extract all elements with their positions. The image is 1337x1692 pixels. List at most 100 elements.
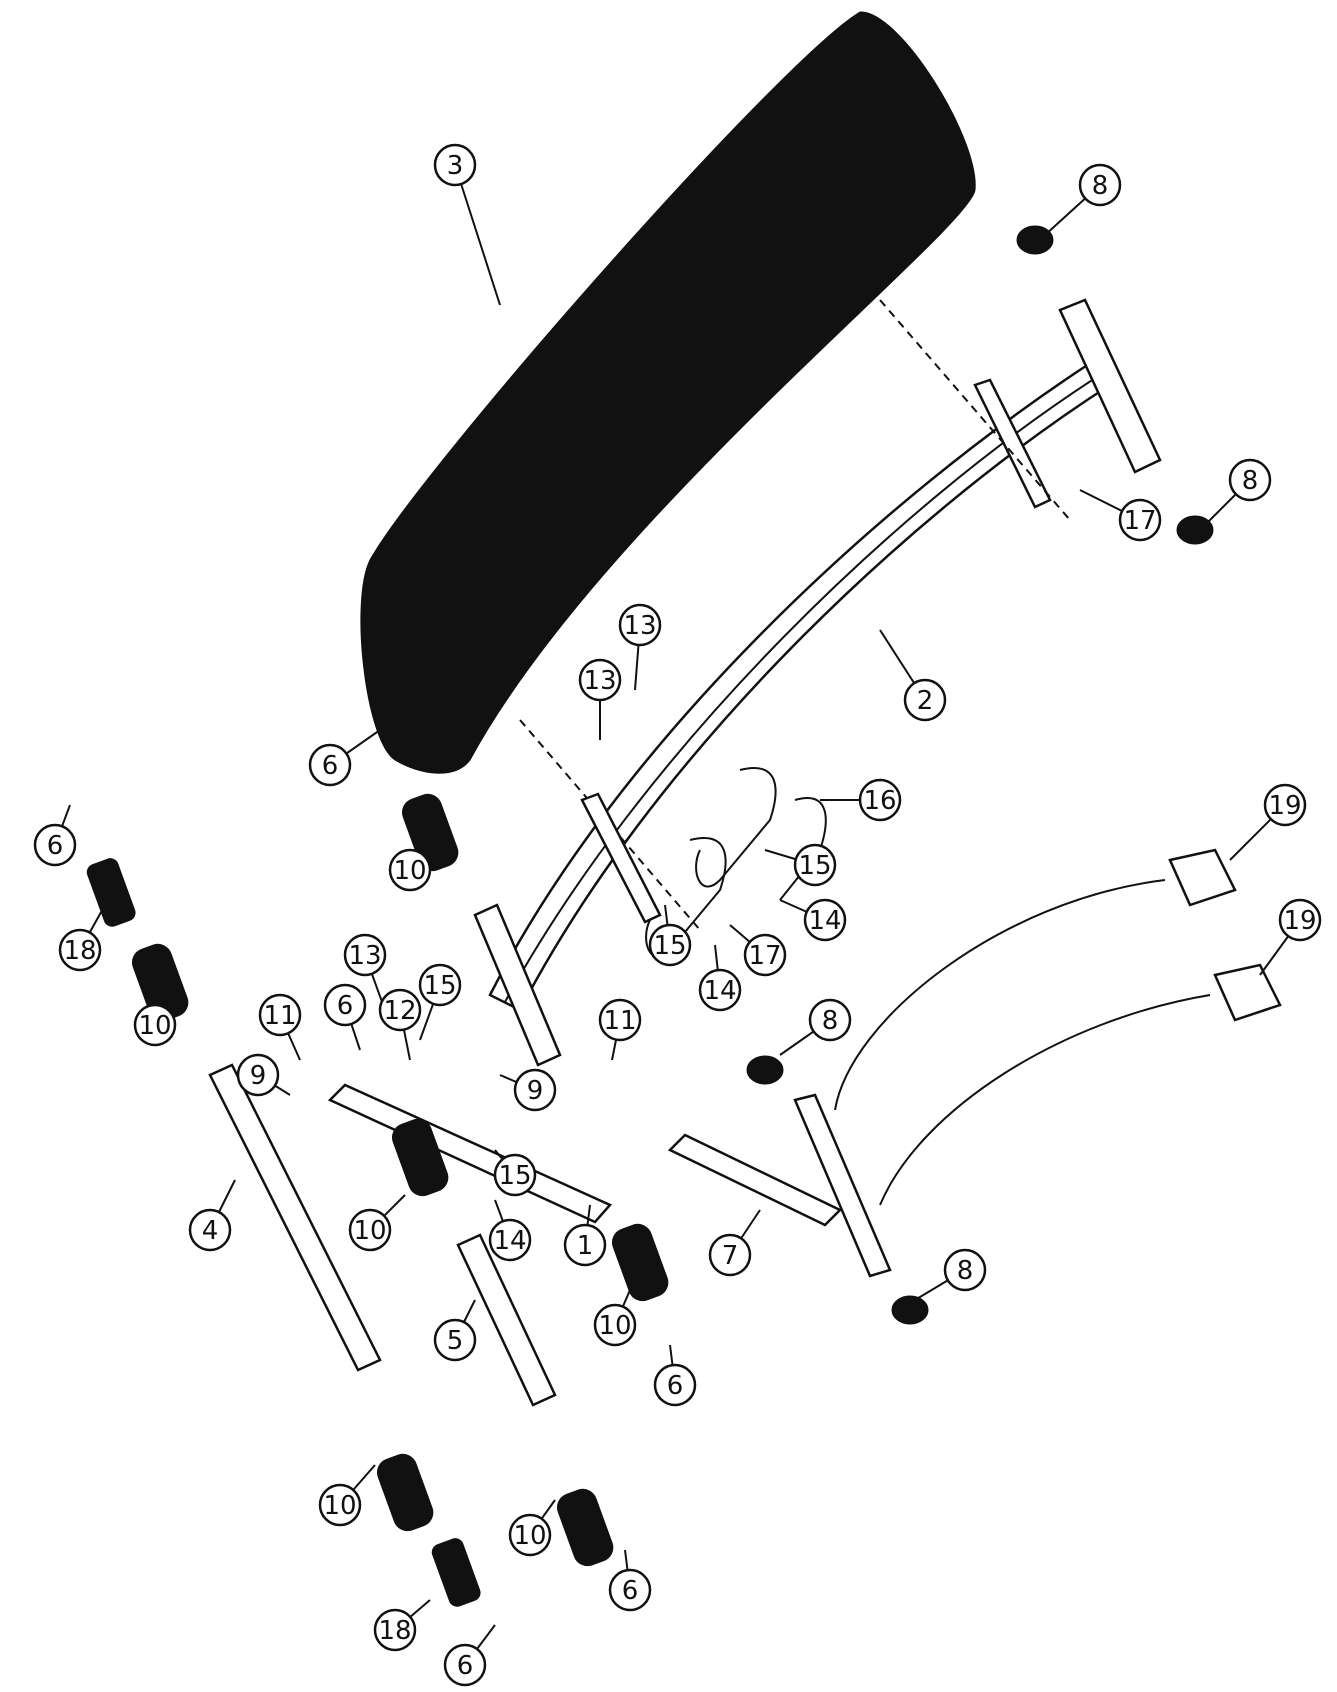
callout-circle-c15c bbox=[418, 963, 462, 1007]
callout-label-c12: 12 bbox=[383, 996, 416, 1026]
seat-pad bbox=[360, 11, 976, 774]
callout-circle-c8c bbox=[808, 998, 852, 1042]
callout-label-c1: 1 bbox=[577, 1231, 594, 1261]
foam-rollers bbox=[131, 793, 669, 1567]
callout-circle-c10f bbox=[508, 1513, 552, 1557]
callout-circle-c13a bbox=[618, 603, 662, 647]
callout-circle-c10c bbox=[348, 1208, 392, 1252]
callout-circle-c16 bbox=[858, 778, 902, 822]
band-handle-b bbox=[1213, 963, 1282, 1022]
callout-circle-c10e bbox=[318, 1483, 362, 1527]
callout-circle-c6a bbox=[308, 743, 352, 787]
callout-label-c17b: 17 bbox=[748, 941, 781, 971]
callout-circle-c5 bbox=[433, 1318, 477, 1362]
callout-circle-c17 bbox=[1118, 498, 1162, 542]
callout-circle-c19a bbox=[1263, 783, 1307, 827]
callout-label-c9a: 9 bbox=[250, 1061, 267, 1091]
callout-label-c7: 7 bbox=[722, 1241, 739, 1271]
callout-label-c10f: 10 bbox=[513, 1521, 546, 1551]
callout-label-c2: 2 bbox=[917, 686, 934, 716]
callout-label-c14c: 14 bbox=[493, 1226, 526, 1256]
callout-circle-c9b bbox=[513, 1068, 557, 1112]
callout-circle-c6e bbox=[608, 1568, 652, 1612]
callout-circle-c6c bbox=[323, 983, 367, 1027]
callout-circle-c14a bbox=[803, 898, 847, 942]
end-caps-8 bbox=[746, 225, 1214, 1325]
front-tube bbox=[667, 1133, 843, 1227]
callout-circle-c2 bbox=[903, 678, 947, 722]
callout-label-c8b: 8 bbox=[1242, 466, 1259, 496]
callout-label-c5: 5 bbox=[447, 1326, 464, 1356]
callout-circle-c18b bbox=[373, 1608, 417, 1652]
callout-label-c6c: 6 bbox=[337, 991, 354, 1021]
callout-label-c14a: 14 bbox=[808, 906, 841, 936]
front-crossbar bbox=[793, 1093, 892, 1278]
callout-circle-c10a bbox=[388, 848, 432, 892]
callout-label-c6f: 6 bbox=[457, 1651, 474, 1681]
callout-circle-c17b bbox=[743, 933, 787, 977]
callout-circle-c13b bbox=[578, 658, 622, 702]
callout-label-c15d: 15 bbox=[498, 1161, 531, 1191]
callout-circle-c8b bbox=[1228, 458, 1272, 502]
j-hook-a bbox=[695, 767, 777, 888]
callout-label-c6d: 6 bbox=[667, 1371, 684, 1401]
resistance-band-b bbox=[879, 994, 1211, 1206]
callout-label-c8a: 8 bbox=[1092, 171, 1109, 201]
callout-circle-c10b bbox=[133, 1003, 177, 1047]
callout-label-c13b: 13 bbox=[583, 666, 616, 696]
j-hook-b bbox=[645, 837, 727, 958]
rear-cross-tube bbox=[1058, 298, 1162, 474]
leg-tube-4 bbox=[208, 1063, 382, 1372]
callout-label-c10e: 10 bbox=[323, 1491, 356, 1521]
callout-leader-c3 bbox=[454, 164, 501, 306]
callout-label-c19a: 19 bbox=[1268, 791, 1301, 821]
callout-label-c11b: 11 bbox=[603, 1006, 636, 1036]
callout-circle-c18a bbox=[58, 928, 102, 972]
callout-circle-c15d bbox=[493, 1153, 537, 1197]
callout-circle-c6b bbox=[33, 823, 77, 867]
callout-circle-c6d bbox=[653, 1363, 697, 1407]
callout-label-c18b: 18 bbox=[378, 1616, 411, 1646]
callout-circle-c11b bbox=[598, 998, 642, 1042]
leg-tube-top bbox=[473, 903, 562, 1067]
callout-circle-c9a bbox=[236, 1053, 280, 1097]
callout-circle-c8d bbox=[943, 1248, 987, 1292]
grip-sleeves bbox=[86, 858, 481, 1607]
callout-label-c14b: 14 bbox=[703, 976, 736, 1006]
callout-circle-c14c bbox=[488, 1218, 532, 1262]
callout-circle-c4 bbox=[188, 1208, 232, 1252]
seat-to-frame-dash-b bbox=[519, 719, 701, 931]
callout-label-c10a: 10 bbox=[393, 856, 426, 886]
callout-label-c11a: 11 bbox=[263, 1001, 296, 1031]
seat-to-frame-dash-a bbox=[879, 299, 1071, 521]
callout-circle-c15a bbox=[793, 843, 837, 887]
callout-circle-c11a bbox=[258, 993, 302, 1037]
callout-label-c19b: 19 bbox=[1283, 906, 1316, 936]
callout-circle-c13c bbox=[343, 933, 387, 977]
callout-label-c8d: 8 bbox=[957, 1256, 974, 1286]
callout-label-c13c: 13 bbox=[348, 941, 381, 971]
callout-circle-c8a bbox=[1078, 163, 1122, 207]
resistance-band-a bbox=[834, 879, 1166, 1111]
callout-label-c15c: 15 bbox=[423, 971, 456, 1001]
callout-circle-c7 bbox=[708, 1233, 752, 1277]
callout-label-c15a: 15 bbox=[798, 851, 831, 881]
mid-bracket bbox=[580, 792, 662, 924]
callout-label-c15b: 15 bbox=[653, 931, 686, 961]
main-tube bbox=[327, 1083, 613, 1224]
callout-label-c13a: 13 bbox=[623, 611, 656, 641]
callout-label-c16: 16 bbox=[863, 786, 896, 816]
callout-label-c3: 3 bbox=[447, 151, 464, 181]
callout-circle-c19b bbox=[1278, 898, 1322, 942]
callout-circle-c6f bbox=[443, 1643, 487, 1687]
band-handle-a bbox=[1168, 848, 1237, 907]
callout-label-c17: 17 bbox=[1123, 506, 1156, 536]
leg-tube-5 bbox=[456, 1233, 557, 1407]
callout-label-c6a: 6 bbox=[322, 751, 339, 781]
callout-label-c4: 4 bbox=[202, 1216, 219, 1246]
callout-label-c10d: 10 bbox=[598, 1311, 631, 1341]
callout-label-c6b: 6 bbox=[47, 831, 64, 861]
callout-circle-c3 bbox=[433, 143, 477, 187]
callout-circle-c1 bbox=[563, 1223, 607, 1267]
